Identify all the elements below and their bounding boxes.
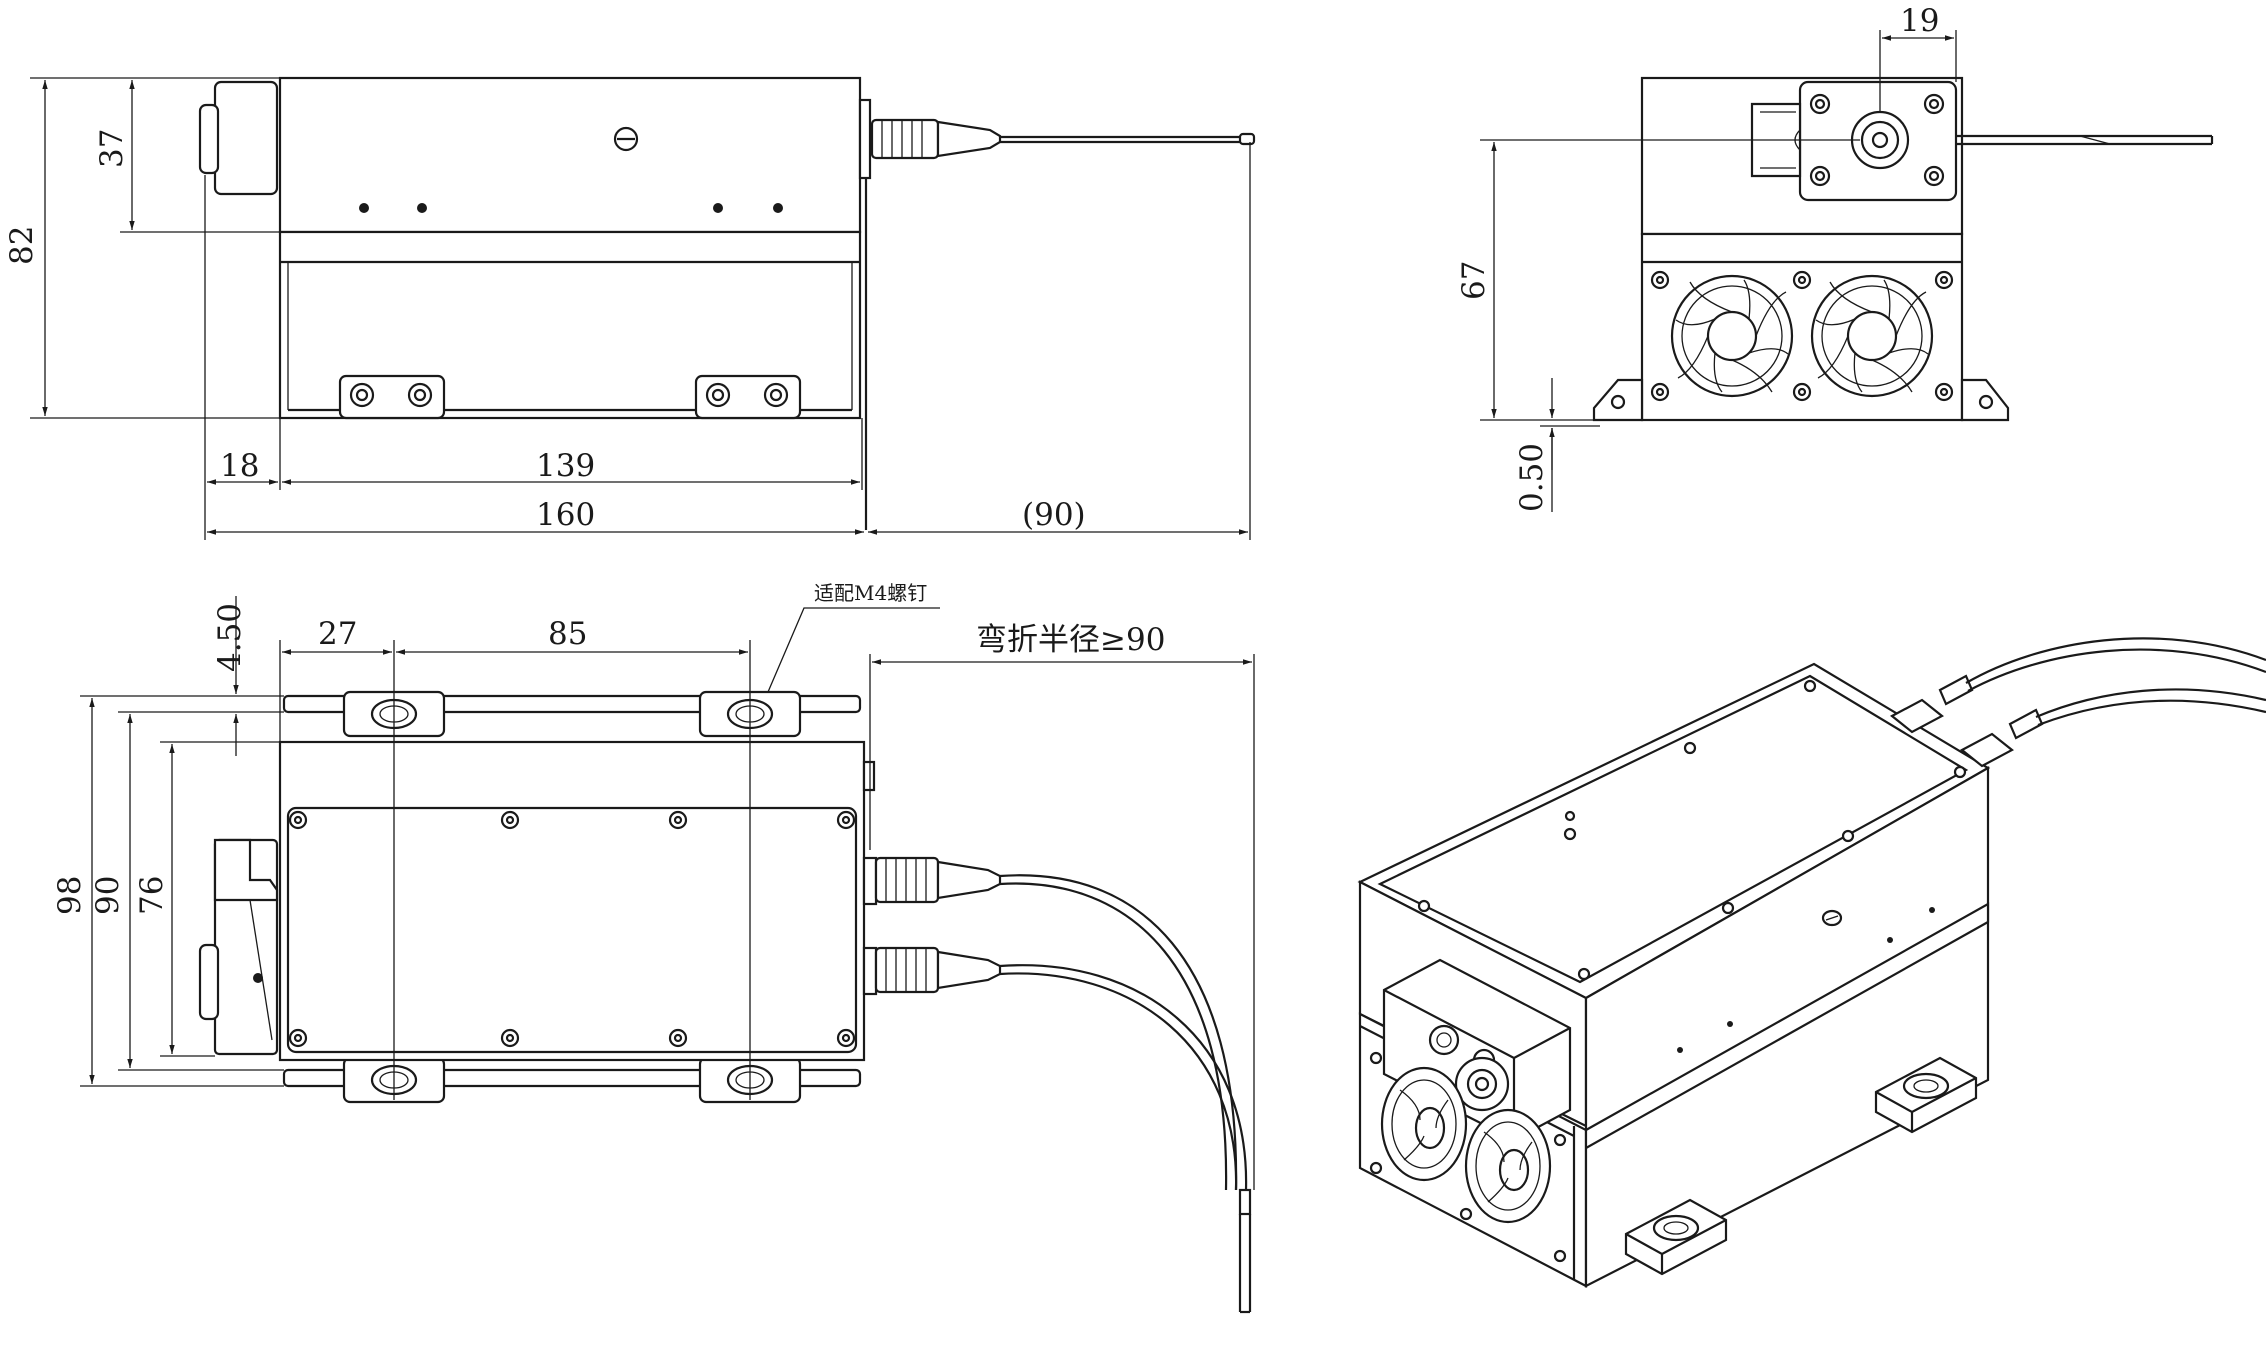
side-foot-left <box>338 374 446 420</box>
dim-top-hole-spacing: 85 <box>548 616 587 652</box>
iso-mount-tab-front <box>1624 1198 1728 1276</box>
dim-side-height-upper: 37 <box>94 129 130 168</box>
side-foot-right <box>694 374 802 420</box>
dim-side-length-front: 18 <box>220 448 259 484</box>
iso-fan-right-icon <box>1464 1108 1552 1224</box>
iso-fan-left-icon <box>1380 1066 1468 1182</box>
top-view: 98 90 76 4.50 27 85 适配M4螺钉 弯折半径≥90 <box>52 581 1255 1314</box>
bend-radius-note: 弯折半径≥90 <box>976 622 1165 658</box>
screw-note: 适配M4螺钉 <box>814 581 927 605</box>
side-fiber-connector <box>870 118 1256 160</box>
dim-side-length-total: 160 <box>536 497 595 533</box>
dim-top-hole-offset: 27 <box>318 616 357 652</box>
dim-side-length-body: 139 <box>536 448 595 484</box>
end-fan-right-icon <box>1810 274 1934 398</box>
end-view: 19 67 0.50 <box>1456 3 2214 512</box>
side-connector-block <box>213 80 279 196</box>
isometric-view <box>1357 637 2266 1288</box>
top-fiber-connector-1 <box>862 856 1238 1191</box>
dim-side-height-total: 82 <box>4 226 40 265</box>
dim-top-flange-gap: 4.50 <box>212 603 248 672</box>
side-view: 82 37 18 139 160 (90) <box>4 76 1256 540</box>
top-main-body <box>278 740 866 1062</box>
dim-top-width-total: 98 <box>52 876 88 915</box>
iso-mount-tab-back <box>1874 1056 1978 1134</box>
dim-top-width-body: 76 <box>134 876 170 915</box>
end-fan-left-icon <box>1670 274 1794 398</box>
dim-end-height: 67 <box>1456 261 1492 300</box>
dim-end-fiber-offset: 19 <box>1900 3 1939 39</box>
iso-fiber-connectors <box>1890 637 2266 768</box>
side-upper-body <box>278 76 862 234</box>
dim-end-base-gap: 0.50 <box>1514 443 1550 512</box>
dim-side-fiber-length: (90) <box>1022 497 1086 533</box>
dim-top-width-mid: 90 <box>90 876 126 915</box>
top-fiber-connector-2 <box>862 946 1248 1191</box>
